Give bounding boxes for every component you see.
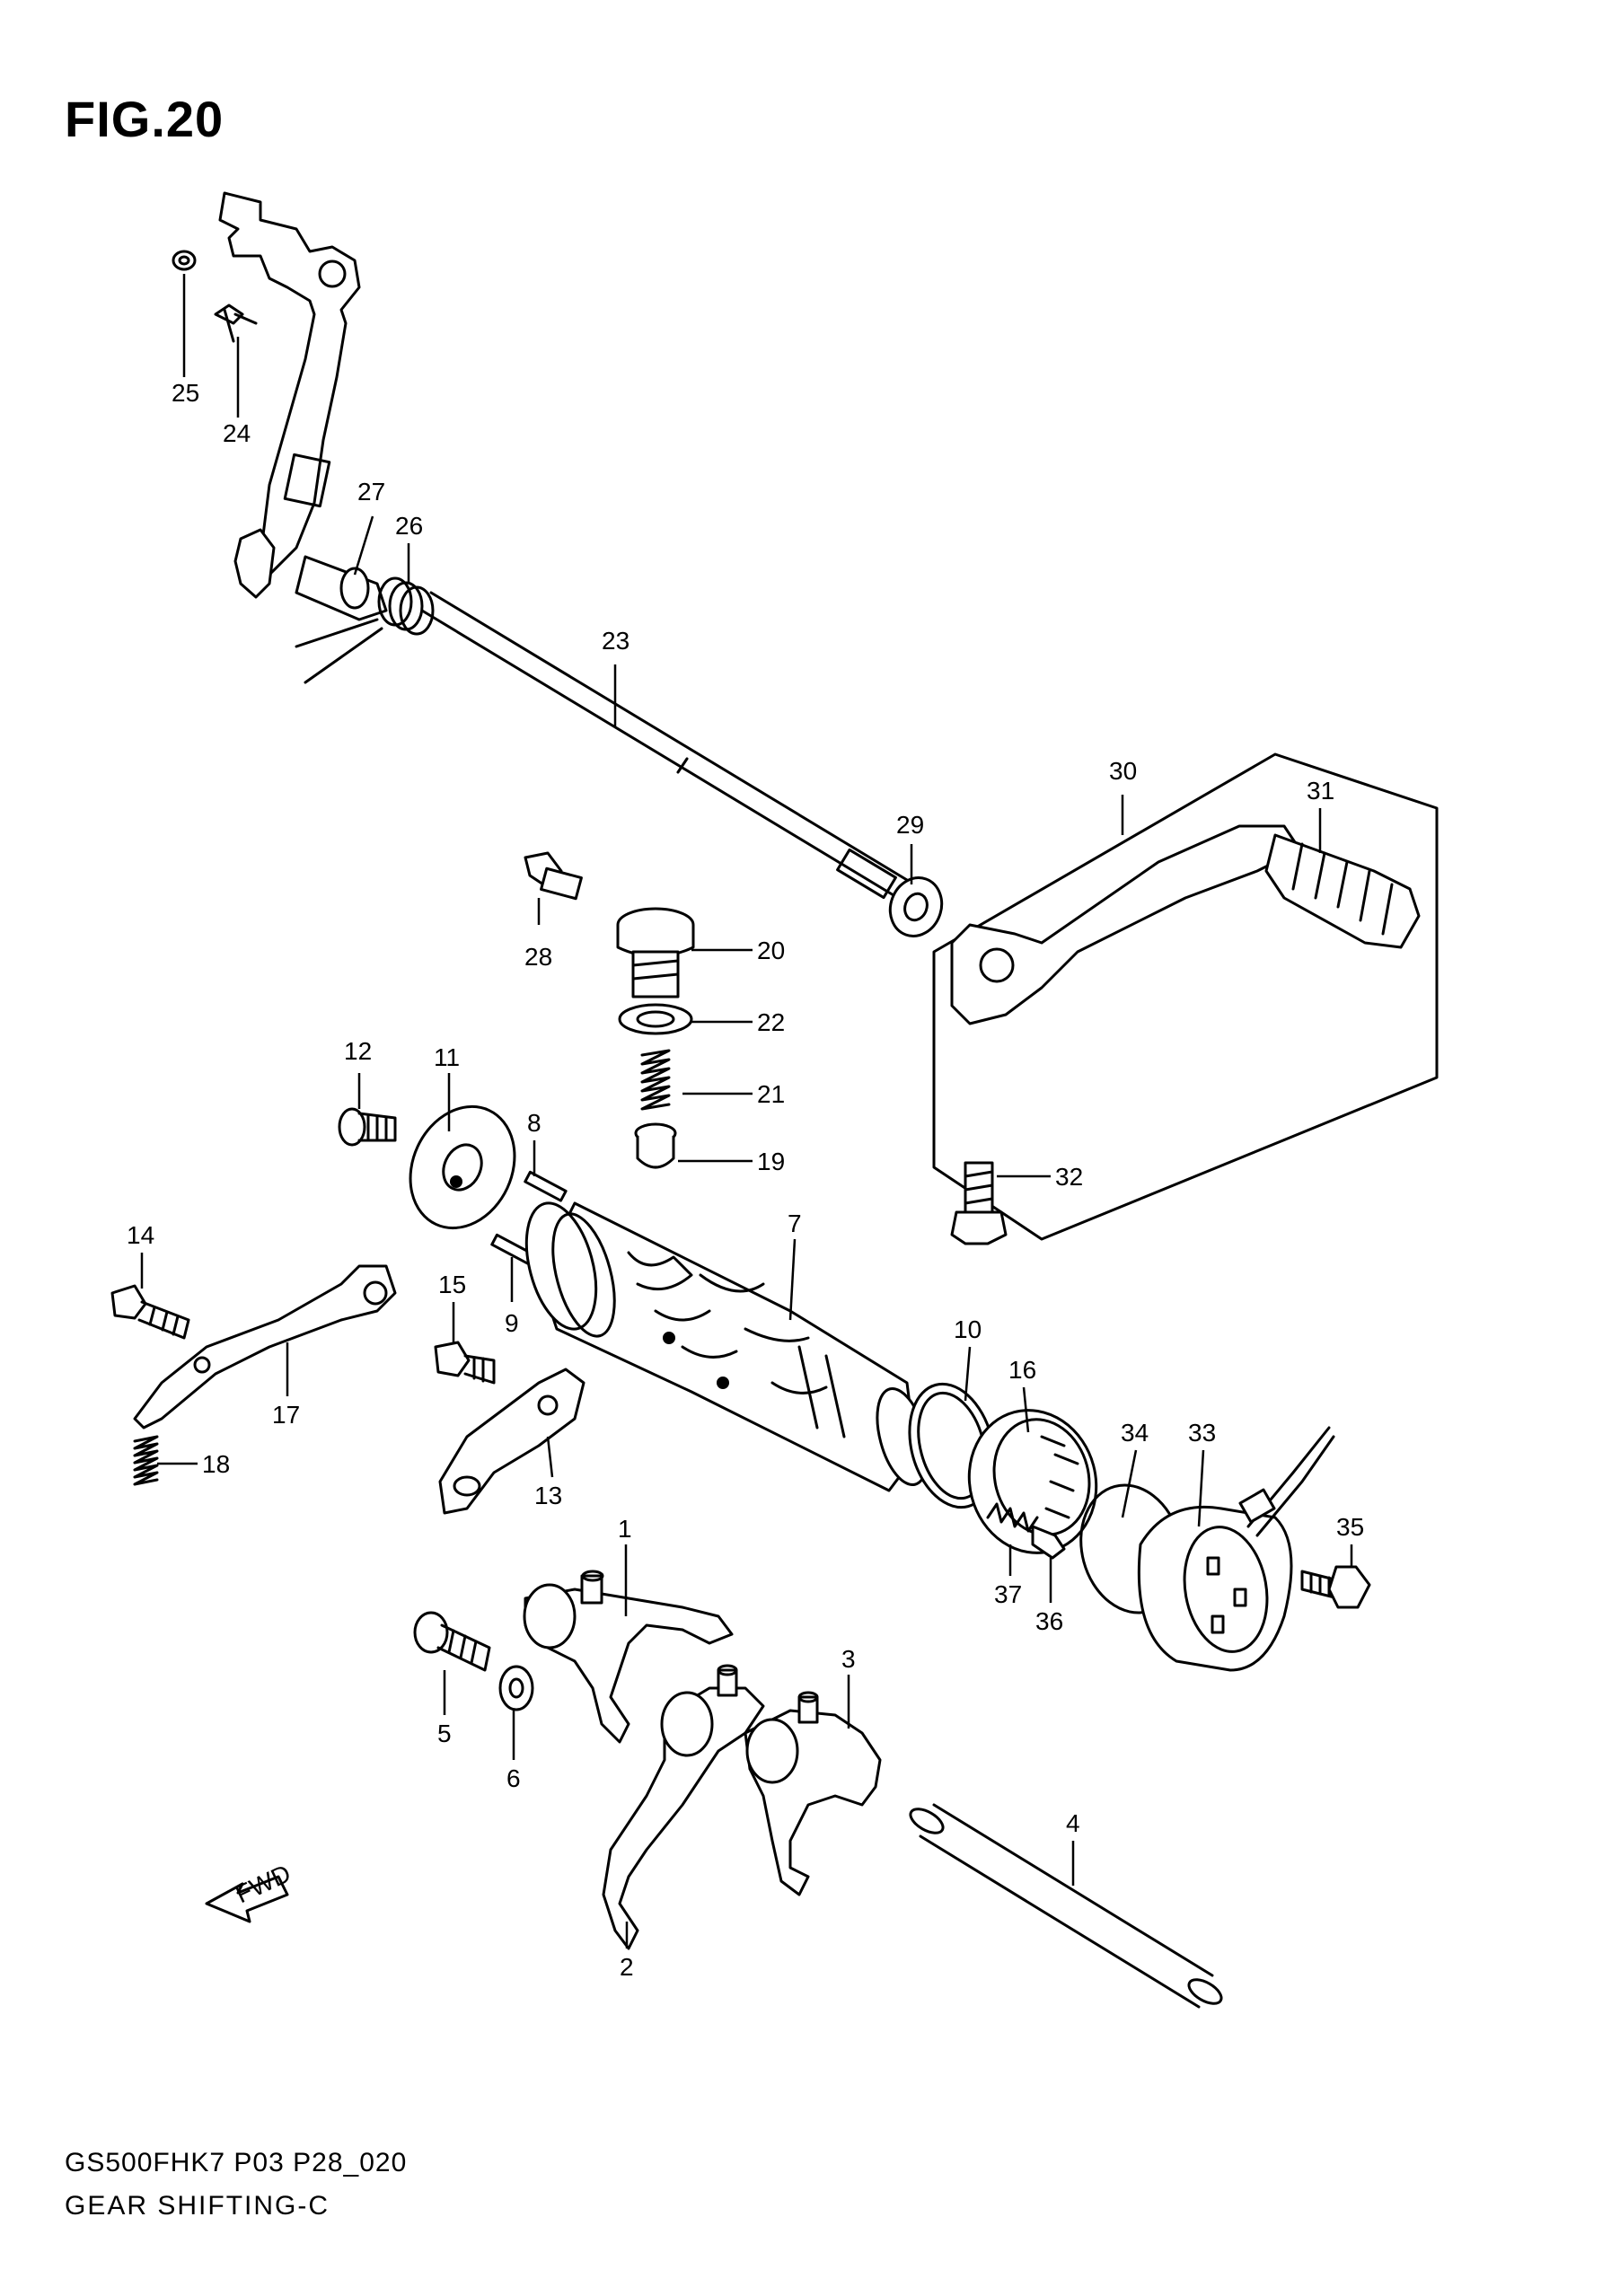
callout-5: 5 bbox=[437, 1720, 452, 1747]
callout-9: 9 bbox=[505, 1309, 519, 1337]
pin-19 bbox=[634, 1122, 677, 1169]
callout-24: 24 bbox=[223, 419, 251, 447]
callout-33: 33 bbox=[1188, 1419, 1216, 1447]
callout-29: 29 bbox=[896, 811, 924, 839]
washer-25 bbox=[172, 250, 197, 271]
callout-3: 3 bbox=[841, 1645, 856, 1673]
bolt-15 bbox=[434, 1341, 496, 1385]
callout-21: 21 bbox=[757, 1080, 785, 1108]
gearshift-lever-box bbox=[932, 752, 1439, 1241]
callout-4: 4 bbox=[1066, 1809, 1080, 1837]
callout-15: 15 bbox=[438, 1271, 466, 1298]
bolt-14 bbox=[110, 1284, 190, 1340]
spring-21 bbox=[640, 1049, 671, 1111]
gearshift-shaft-23 bbox=[420, 591, 909, 900]
cam-plate-11 bbox=[409, 1104, 516, 1230]
callout-37: 37 bbox=[994, 1580, 1022, 1608]
cam-stopper-17 bbox=[133, 1264, 397, 1430]
callout-23: 23 bbox=[602, 627, 630, 655]
callout-1: 1 bbox=[618, 1515, 632, 1543]
washer-6 bbox=[498, 1665, 534, 1711]
figure-title: FIG.20 bbox=[65, 91, 225, 147]
callout-8: 8 bbox=[527, 1109, 541, 1137]
callout-31: 31 bbox=[1307, 777, 1334, 805]
callout-25: 25 bbox=[172, 379, 199, 407]
figure-name: GEAR SHIFTING-C bbox=[65, 2191, 330, 2221]
callout-7: 7 bbox=[788, 1210, 802, 1237]
callout-10: 10 bbox=[954, 1315, 982, 1343]
callout-16: 16 bbox=[1008, 1356, 1036, 1384]
callout-30: 30 bbox=[1109, 757, 1137, 785]
gearshift-fork-1 bbox=[523, 1570, 734, 1744]
callout-35: 35 bbox=[1336, 1513, 1364, 1541]
callout-34: 34 bbox=[1121, 1419, 1149, 1447]
bolt-35 bbox=[1300, 1565, 1371, 1609]
bolt-32 bbox=[950, 1161, 1008, 1245]
fwd-arrow: FWD bbox=[205, 1859, 295, 1923]
callout-28: 28 bbox=[524, 943, 552, 971]
callout-12: 12 bbox=[344, 1037, 372, 1065]
callout-27: 27 bbox=[357, 478, 385, 506]
gearshift-cam-7 bbox=[524, 1201, 929, 1492]
callout-6: 6 bbox=[506, 1764, 521, 1792]
fork-shaft-4 bbox=[909, 1803, 1223, 2009]
callout-20: 20 bbox=[757, 937, 785, 964]
leader-lines bbox=[140, 274, 1353, 1949]
callout-19: 19 bbox=[757, 1148, 785, 1175]
bolt-5 bbox=[413, 1611, 491, 1672]
gasket-22 bbox=[618, 1003, 693, 1035]
callout-26: 26 bbox=[395, 512, 423, 540]
callout-13: 13 bbox=[534, 1482, 562, 1509]
callout-14: 14 bbox=[127, 1221, 154, 1249]
figure-code: GS500FHK7 P03 P28_020 bbox=[65, 2148, 408, 2177]
callout-2: 2 bbox=[620, 1953, 634, 1981]
spring-18 bbox=[133, 1435, 159, 1486]
plug-28 bbox=[524, 851, 583, 901]
gearshift-fork-2 bbox=[602, 1664, 765, 1950]
callout-17: 17 bbox=[272, 1401, 300, 1429]
pin-36 bbox=[1031, 1525, 1066, 1560]
callout-numbers: 25 24 27 26 23 29 30 31 28 20 22 21 19 3… bbox=[127, 379, 1364, 1981]
gearshift-fork-3 bbox=[744, 1691, 882, 1896]
pin-8 bbox=[524, 1170, 568, 1202]
plug-20 bbox=[616, 907, 695, 998]
callout-32: 32 bbox=[1055, 1163, 1083, 1191]
callout-22: 22 bbox=[757, 1008, 785, 1036]
oil-seal-29 bbox=[888, 876, 944, 937]
return-spring-26 bbox=[295, 576, 435, 684]
spring-37 bbox=[986, 1502, 1039, 1533]
stopper-13 bbox=[438, 1368, 585, 1515]
oil-seal-27 bbox=[339, 567, 370, 610]
bolt-12 bbox=[338, 1107, 397, 1147]
gear-position-switch-33 bbox=[1137, 1426, 1335, 1672]
callout-18: 18 bbox=[202, 1450, 230, 1478]
spring-pin-24 bbox=[214, 303, 258, 343]
callout-36: 36 bbox=[1035, 1607, 1063, 1635]
callout-11: 11 bbox=[434, 1043, 460, 1071]
